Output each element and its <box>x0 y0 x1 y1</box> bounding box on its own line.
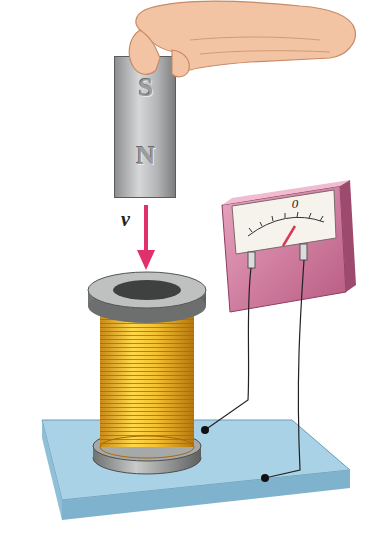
meter-scale <box>248 217 324 236</box>
terminal <box>300 244 307 260</box>
finger-tip <box>172 50 189 77</box>
thumb <box>129 30 160 74</box>
velocity-arrowhead <box>137 250 155 270</box>
finger-crease <box>190 37 320 40</box>
top-flange <box>88 272 206 308</box>
coil-bottom-turn <box>100 436 194 458</box>
wire-terminal <box>201 426 209 434</box>
base-edge <box>62 470 350 520</box>
meter-needle <box>283 226 295 246</box>
coil-turns <box>100 305 194 447</box>
coil-hole <box>113 280 181 300</box>
wire <box>265 260 304 478</box>
galvanometer-side <box>340 180 356 292</box>
velocity-arrow <box>144 205 148 252</box>
meter-face <box>232 190 336 254</box>
terminal <box>248 252 255 268</box>
pole-label: N <box>115 141 177 171</box>
base-side <box>42 420 62 520</box>
scale-ticks <box>249 212 323 232</box>
velocity-label: v <box>121 208 130 231</box>
wire-terminal <box>261 474 269 482</box>
bar-magnet: SN <box>114 56 176 198</box>
galvanometer <box>222 186 346 312</box>
finger-crease <box>200 51 330 54</box>
pole-label: S <box>115 73 177 103</box>
coil <box>100 305 194 447</box>
meter-zero: 0 <box>286 196 304 214</box>
scale-zero: 0 <box>286 196 304 212</box>
wire <box>205 268 251 430</box>
